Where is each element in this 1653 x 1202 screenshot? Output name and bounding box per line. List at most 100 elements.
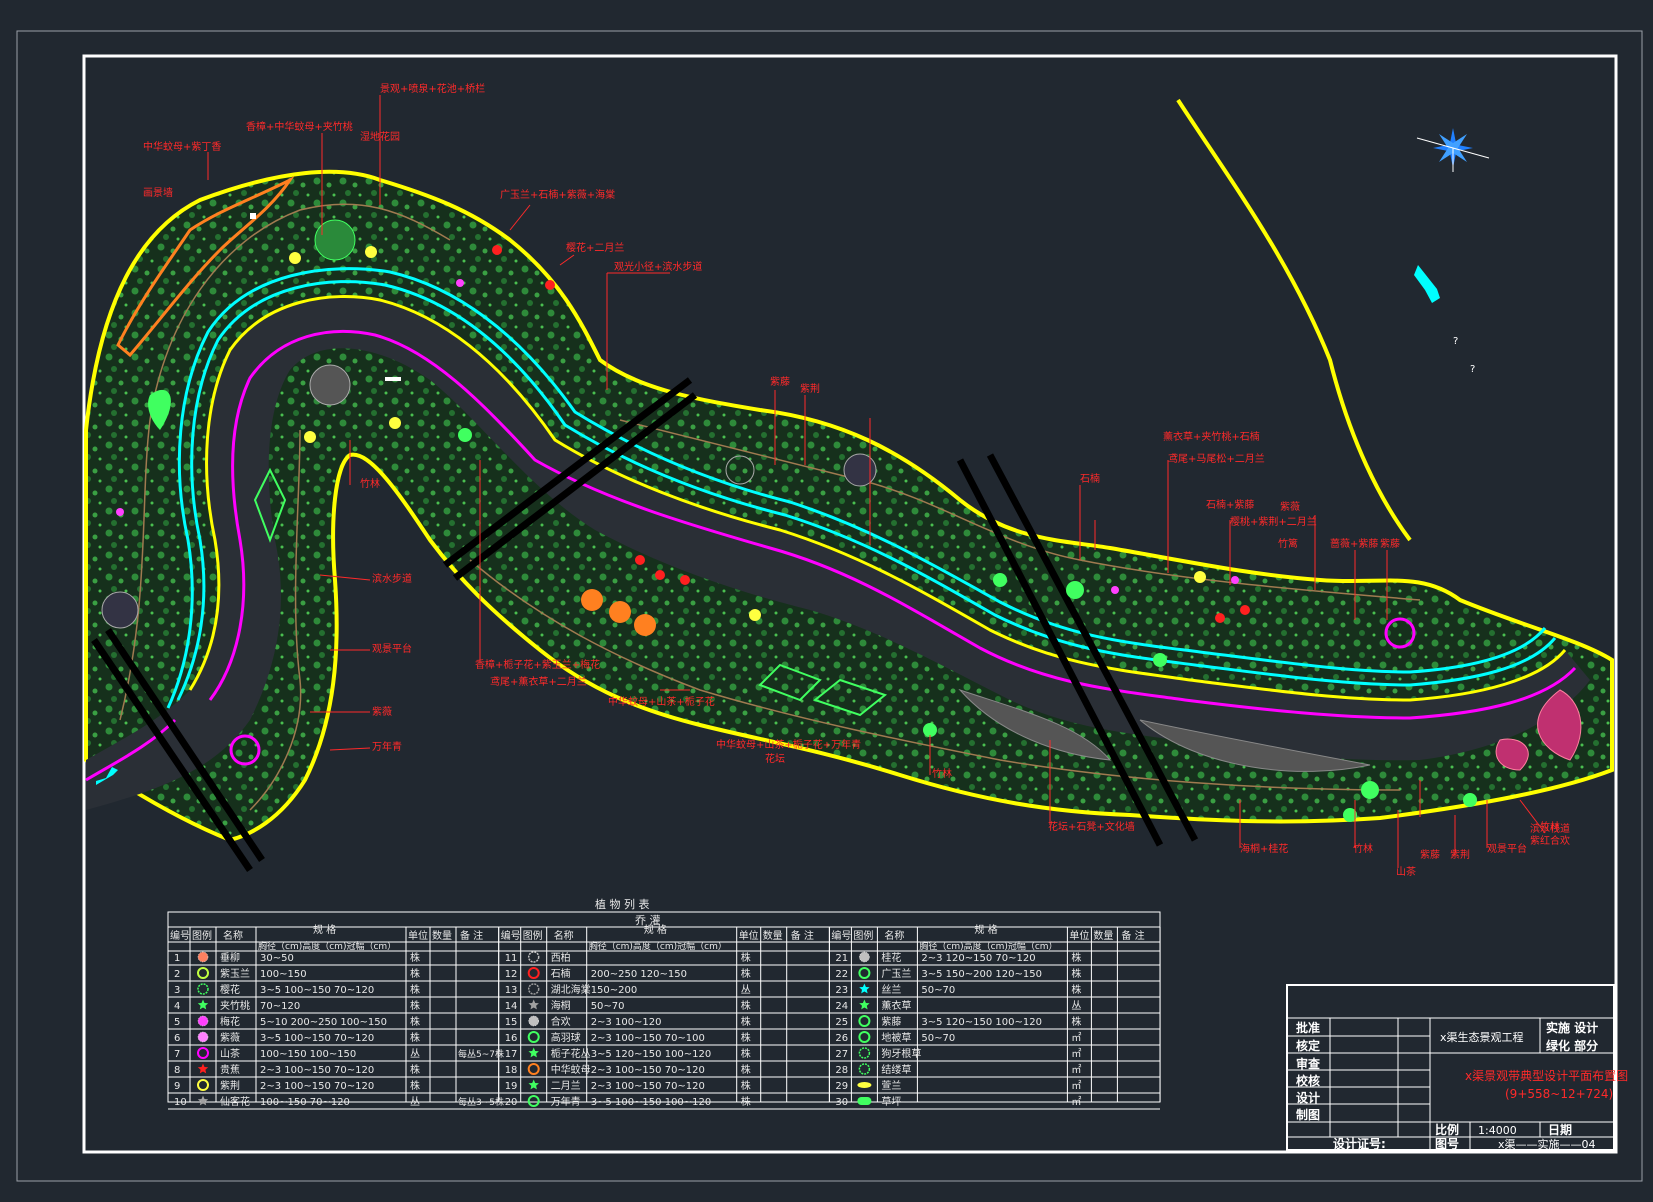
annotation-1: 景观+喷泉+花池+桥栏 <box>380 82 485 95</box>
circle-icon <box>858 967 871 979</box>
bridges <box>91 377 1199 872</box>
table-cell-no: 29 <box>835 1081 848 1092</box>
table-cell-name: 地被草 <box>881 1031 911 1044</box>
table-cell-no: 5 <box>174 1017 180 1028</box>
table-header-name: 名称 <box>223 929 243 942</box>
annotation-25: 花坛 <box>765 752 785 765</box>
table-cell-unit: 丛 <box>1071 1000 1081 1012</box>
annotation-19: 紫藤 <box>1380 538 1400 550</box>
table-cell-name: 湖北海棠 <box>551 983 591 996</box>
table-header-spec-sub: 胸径（cm)高度（cm)冠幅（cm） <box>919 940 1057 952</box>
table-cell-name: 紫玉兰 <box>220 967 250 980</box>
table-header-name: 名称 <box>554 929 574 942</box>
table-header-spec: 规 格 <box>313 923 336 936</box>
table-cell-no: 9 <box>174 1081 180 1092</box>
table-cell-no: 18 <box>505 1065 518 1076</box>
annotation-3: 湿地花园 <box>360 130 400 143</box>
tb-scale-label: 比例 <box>1435 1122 1459 1137</box>
table-cell-unit: 丛 <box>410 1048 420 1060</box>
table-header-legend: 图例 <box>192 929 212 942</box>
circle-icon <box>527 1031 540 1043</box>
cloud-icon <box>858 1063 871 1075</box>
annotation-24: 中华蚊母+山茶+栀子花+万年青 <box>716 738 861 751</box>
table-header-remark: 备 注 <box>1121 929 1144 942</box>
table-cell-unit: 株 <box>741 1063 751 1076</box>
landscape-area <box>84 169 1614 843</box>
table-cell-no: 17 <box>505 1049 518 1060</box>
table-cell-name: 夹竹桃 <box>220 999 250 1012</box>
compass-icon <box>1416 128 1490 172</box>
table-cell-name: 紫荆 <box>220 1079 240 1092</box>
table-header-qty: 数量 <box>763 929 783 942</box>
annotation-18: 蔷薇+紫藤 <box>1330 537 1378 550</box>
table-cell-unit: ㎡ <box>1071 1096 1081 1108</box>
table-cell-name: 紫薇 <box>220 1032 240 1044</box>
table-cell-no: 12 <box>505 969 518 980</box>
annotation-21: 香樟+栀子花+紫玉兰+梅花 <box>475 658 600 671</box>
table-header-remark: 备 注 <box>460 929 483 942</box>
table-cell-unit: 株 <box>741 1079 751 1092</box>
table-cell-unit: ㎡ <box>1071 1064 1081 1076</box>
table-cell-name: 合欢 <box>551 1015 571 1028</box>
annotation-17: 竹篱 <box>1278 537 1298 550</box>
table-cell-unit: 丛 <box>741 984 751 996</box>
leaf-icon <box>857 1082 872 1088</box>
tb-row-2: 核定 <box>1296 1038 1320 1053</box>
table-cell-name: 石楠 <box>551 967 571 980</box>
table-cell-no: 20 <box>505 1097 518 1108</box>
annotation-23: 中华蚊母+山茶+栀子花 <box>608 695 715 708</box>
table-cell-name: 山茶 <box>220 1047 240 1060</box>
flower-border <box>116 176 295 358</box>
table-cell-unit: 株 <box>1071 967 1081 980</box>
table-cell-name: 西柏 <box>551 951 571 964</box>
table-cell-unit: 株 <box>741 999 751 1012</box>
tb-project: x渠生态景观工程 <box>1440 1030 1524 1044</box>
annotation-38: 竹林 <box>1540 820 1560 833</box>
table-cell-no: 21 <box>835 953 848 964</box>
table-title: 植 物 列 表 <box>595 897 650 911</box>
table-cell-spec: 70~120 <box>260 1001 300 1012</box>
table-cell-unit: 株 <box>410 1015 420 1028</box>
tb-unit-2: 绿化 部分 <box>1546 1038 1598 1053</box>
annotation-37: 观景平台 <box>1487 842 1527 855</box>
annotation-29: 紫薇 <box>372 706 392 718</box>
table-header-remark: 备 注 <box>791 929 814 942</box>
annotation-6: 广玉兰+石楠+紫薇+海棠 <box>500 188 615 201</box>
table-cell-unit: 丛 <box>410 1096 420 1108</box>
table-cell-no: 10 <box>174 1097 187 1108</box>
annotation-4: 中华蚊母+紫丁香 <box>143 140 221 153</box>
table-cell-no: 6 <box>174 1033 180 1044</box>
annotations: 景观+喷泉+花池+桥栏 香樟+中华蚊母+夹竹桃 湿地花园 中华蚊母+紫丁香 画景… <box>143 82 1570 878</box>
annotation-40: 紫红合欢 <box>1530 834 1570 847</box>
table-cell-name: 中华蚊母 <box>551 1063 591 1076</box>
table-cell-unit: 株 <box>410 983 420 996</box>
table-header-spec: 规 格 <box>974 923 997 936</box>
table-cell-no: 26 <box>835 1033 848 1044</box>
annotation-9: 竹林 <box>360 477 380 490</box>
table-cell-name: 紫藤 <box>881 1016 901 1028</box>
flower-icon <box>197 951 209 963</box>
table-cell-no: 7 <box>174 1049 180 1060</box>
table-cell-unit: ㎡ <box>1071 1032 1081 1044</box>
table-cell-unit: 株 <box>741 1095 751 1108</box>
annotation-14: 石楠+紫藤 <box>1206 498 1254 511</box>
tb-row-3: 审查 <box>1296 1056 1321 1071</box>
annotation-11: 薰衣草+夹竹桃+石楠 <box>1163 430 1260 443</box>
table-header-no: 编号 <box>170 929 190 942</box>
table-cell-name: 丝兰 <box>881 983 901 996</box>
table-cell-no: 27 <box>835 1049 848 1060</box>
table-header-name: 名称 <box>884 929 904 942</box>
table-cell-no: 25 <box>835 1017 848 1028</box>
misc-label-1: ? <box>1453 336 1458 347</box>
table-cell-name: 仙客花 <box>220 1095 250 1108</box>
table-cell-spec: 100~150 100~150 <box>260 1049 356 1060</box>
circle-icon <box>858 1031 871 1043</box>
flow-arrow-icon <box>96 265 1440 785</box>
annotation-34: 山茶 <box>1396 865 1416 878</box>
tb-cert-label: 设计证号: <box>1333 1136 1386 1151</box>
table-cell-no: 1 <box>174 953 180 964</box>
star-icon <box>528 999 539 1010</box>
table-header-legend: 图例 <box>853 929 873 942</box>
table-cell-unit: 株 <box>410 951 420 964</box>
table-cell-remark: 每丛3~5株 <box>458 1096 504 1108</box>
